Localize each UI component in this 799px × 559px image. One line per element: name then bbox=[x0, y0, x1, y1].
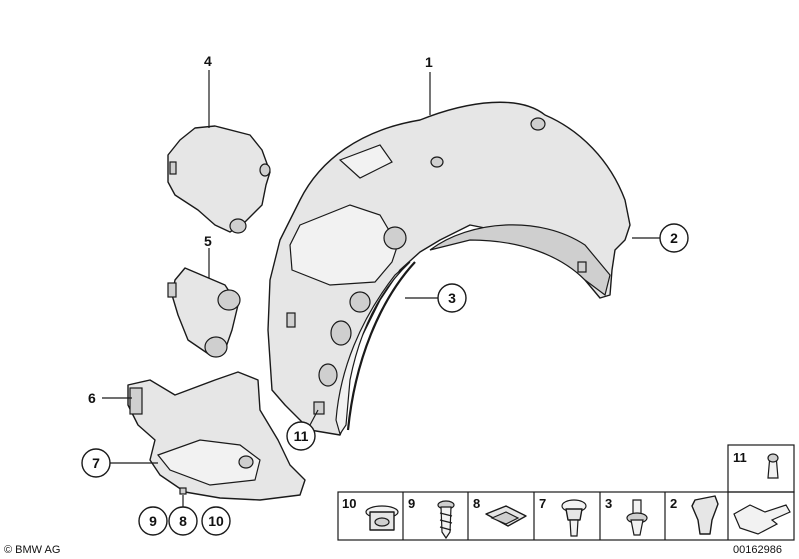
legend-label-3: 3 bbox=[605, 496, 612, 511]
svg-text:10: 10 bbox=[208, 513, 224, 529]
legend-label-10: 10 bbox=[342, 496, 356, 511]
legend-label-11: 11 bbox=[733, 450, 747, 465]
callout-6: 6 bbox=[88, 390, 96, 406]
legend-label-2: 2 bbox=[670, 496, 677, 511]
expansion-clip-part-2 bbox=[691, 495, 719, 535]
nut-part-10 bbox=[365, 505, 399, 531]
svg-text:9: 9 bbox=[149, 513, 157, 529]
callout-5: 5 bbox=[204, 233, 212, 249]
callout-4: 4 bbox=[204, 53, 212, 69]
copyright-label: © BMW AG bbox=[4, 544, 60, 556]
small-parts-legend bbox=[337, 444, 795, 541]
callout-10: 10 bbox=[201, 506, 231, 536]
screw-part-9 bbox=[437, 500, 455, 540]
rivet-part-11 bbox=[767, 453, 779, 479]
legend-label-7: 7 bbox=[539, 496, 546, 511]
svg-text:2: 2 bbox=[670, 230, 678, 246]
svg-text:11: 11 bbox=[294, 428, 309, 444]
legend-label-9: 9 bbox=[408, 496, 415, 511]
cover-panel-part-5 bbox=[167, 267, 241, 358]
svg-text:7: 7 bbox=[92, 455, 100, 471]
callout-2: 2 bbox=[659, 223, 689, 253]
push-pin-part-3 bbox=[626, 499, 648, 536]
callout-1: 1 bbox=[425, 54, 433, 70]
callout-11: 11 bbox=[286, 421, 316, 451]
callout-3: 3 bbox=[437, 283, 467, 313]
trim-strip-part-3 bbox=[346, 261, 416, 431]
wheel-arch-liner-part-1 bbox=[267, 101, 631, 436]
callout-8: 8 bbox=[168, 506, 198, 536]
svg-text:8: 8 bbox=[179, 513, 187, 529]
callout-7: 7 bbox=[81, 448, 111, 478]
callout-9: 9 bbox=[138, 506, 168, 536]
svg-text:3: 3 bbox=[448, 290, 456, 306]
diagram-number: 00162986 bbox=[733, 544, 782, 556]
legend-label-8: 8 bbox=[473, 496, 480, 511]
underbody-shield-part-7 bbox=[127, 371, 306, 501]
cover-panel-part-4 bbox=[167, 125, 271, 234]
clip-nut-part-8 bbox=[485, 505, 527, 527]
bolt-part-7 bbox=[561, 499, 587, 537]
leader-lines bbox=[102, 70, 660, 508]
direction-arrow-icon bbox=[733, 504, 791, 535]
